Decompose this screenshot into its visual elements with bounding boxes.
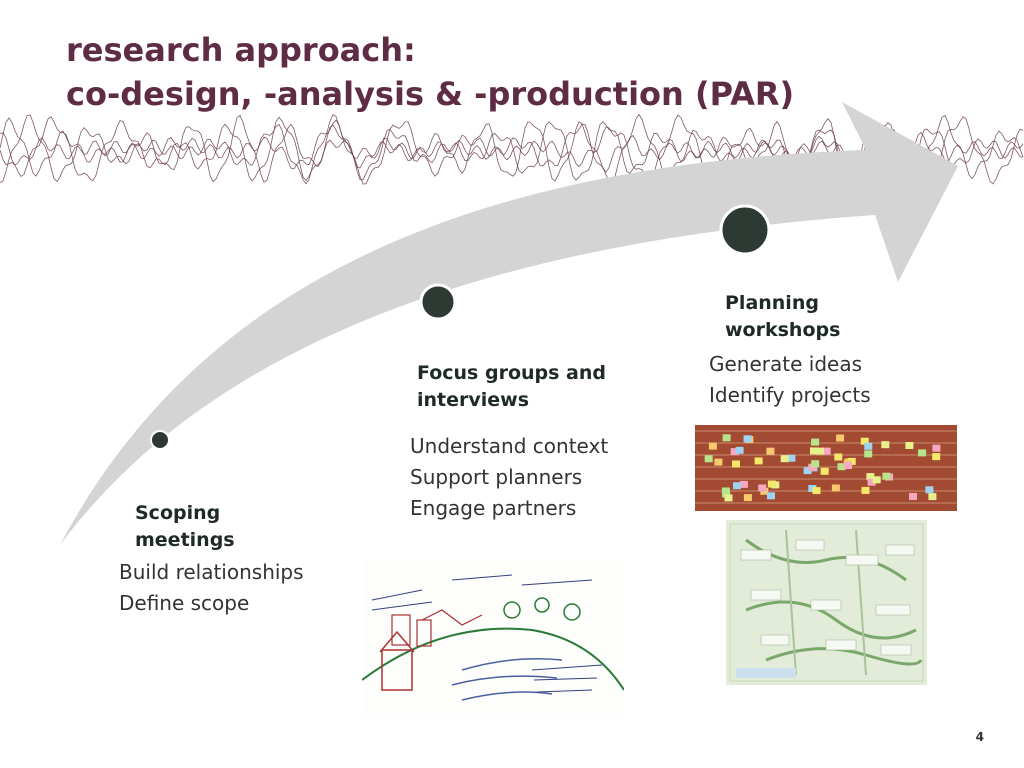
stage-item: Identify projects [709,383,871,407]
sticky-note [831,484,840,492]
sticky-note [767,492,775,500]
sticky-note [811,460,820,468]
sticky-note [811,438,820,446]
sticky-note [767,480,776,488]
sticky-note [836,434,845,442]
sticky-note [733,482,741,490]
sticky-note [743,494,752,502]
sticky-note [722,434,731,442]
sticky-note [872,476,881,484]
sticky-note [905,442,914,449]
sticky-note [881,441,890,449]
sticky-note [918,449,927,457]
sticky-note [816,447,824,455]
sticky-note [808,463,817,471]
sticky-note [882,472,891,480]
sticky-note [866,473,875,481]
sticky-notes-photo [695,425,957,511]
sticky-note [834,453,843,461]
milestone-dot-focus-groups [419,283,457,321]
sticky-note [909,493,917,500]
sticky-note [787,454,796,462]
sticky-note [861,486,870,494]
sticky-note [758,484,767,492]
sticky-notes-wall [695,425,957,511]
sticky-note [860,437,869,445]
page-number: 4 [975,730,984,744]
stage-item: Understand context [410,434,609,458]
sketch-image [362,560,624,718]
sticky-note [820,467,829,475]
sticky-note [932,453,941,461]
slide-title: research approach: co-design, -analysis … [66,28,794,116]
stage-list-focus-groups: Understand context Support planners Enga… [410,431,608,524]
sticky-note [867,478,876,486]
sticky-note [743,435,752,443]
sticky-note [722,490,731,498]
stage-item: Generate ideas [709,352,862,376]
sticky-note [704,455,713,463]
milestone-dot-planning [719,204,771,256]
sticky-note [810,447,818,455]
sketch-drawing [362,560,624,718]
stage-item: Engage partners [410,496,577,520]
title-line-1: research approach: [66,31,416,69]
sticky-note [780,455,789,463]
sticky-note [724,494,733,502]
stage-title-planning: Planning workshops [725,292,841,341]
sticky-note [708,442,717,450]
title-line-2: co-design, -analysis & -production (PAR) [66,75,795,113]
sticky-note [837,463,846,471]
sticky-note [925,486,934,494]
sticky-note [730,448,739,456]
sticky-note [803,467,812,475]
sticky-note [714,458,723,466]
sticky-note [739,480,748,488]
sticky-note [932,444,941,452]
sticky-note [732,460,740,468]
sticky-note [822,447,831,455]
stage-item: Support planners [410,465,583,489]
sticky-note [864,450,873,458]
sticky-note [928,493,937,501]
stage-title-focus-groups: Focus groups and interviews [417,362,606,411]
stage-item: Define scope [119,591,250,615]
adaptation-map-photo [726,520,927,685]
sticky-note [844,462,852,470]
stage-list-planning: Generate ideas Identify projects [709,349,871,411]
sticky-note [847,457,856,465]
sticky-note [754,457,763,465]
sticky-note [864,442,873,450]
milestone-dot-scoping [150,430,170,450]
stage-item: Build relationships [119,560,304,584]
map-poster [726,520,927,685]
stage-title-scoping: Scoping meetings [135,502,235,551]
sticky-note [766,447,775,455]
stage-list-scoping: Build relationships Define scope [119,557,304,619]
sticky-note [735,446,744,454]
sticky-note [808,485,817,492]
sticky-note [812,487,821,495]
